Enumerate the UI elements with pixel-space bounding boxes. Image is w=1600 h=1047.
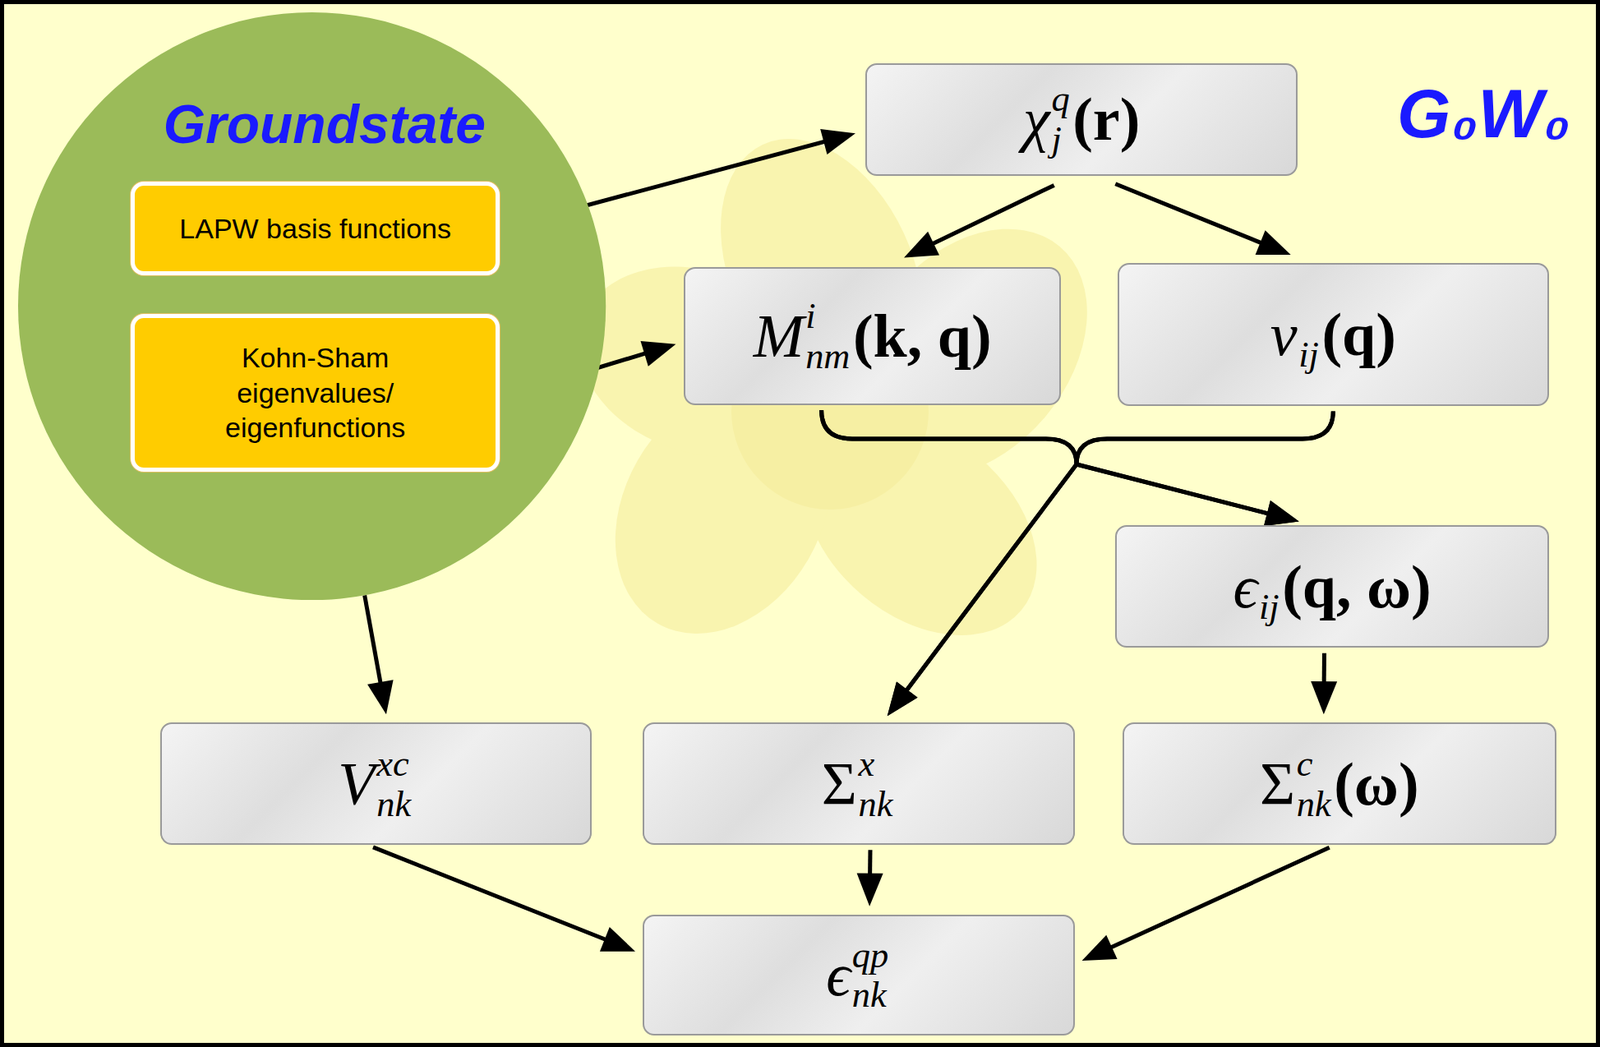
quantity-box: ϵij(q, ω) [1115, 525, 1550, 648]
arrow-head [1263, 500, 1300, 526]
math-base: V [337, 753, 375, 815]
math-tail: (r) [1072, 88, 1140, 150]
connector-arrow [364, 594, 394, 715]
connector-line [1076, 410, 1333, 517]
result-box: ϵqpnk [642, 914, 1075, 1037]
math-sub: ij [1258, 586, 1280, 628]
script-stack: inm [805, 295, 850, 377]
arrow-head [599, 926, 636, 952]
arrow-head [1255, 230, 1292, 255]
arrow-head [640, 341, 677, 367]
math-base: Σ [821, 753, 858, 815]
connector-line [821, 410, 1077, 701]
math-tail: (ω) [1333, 753, 1419, 815]
input-box: Kohn-Sham eigenvalues/ eigenfunctions [130, 313, 500, 471]
math-tail: (q, ω) [1281, 556, 1432, 618]
script-stack: xnk [858, 743, 894, 825]
math-sup: xc [376, 743, 411, 784]
connector-arrow [821, 410, 1077, 716]
math-sub: nk [1296, 783, 1332, 825]
math-sub: ij [1298, 334, 1319, 375]
math-expression: νij(q) [1270, 294, 1397, 375]
connector-line [1115, 184, 1273, 248]
arrow-head [887, 682, 918, 717]
math-sup: q [1051, 78, 1070, 120]
quantity-box: Vxcnk [160, 722, 592, 845]
script-spacer [1298, 294, 1319, 335]
quantity-box: Σxnk [642, 722, 1075, 845]
quantity-box: Σcnk(ω) [1122, 722, 1557, 845]
math-sup: c [1296, 743, 1332, 784]
math-expression: χqj(r) [1023, 78, 1140, 160]
math-expression: ϵqpnk [825, 935, 892, 1016]
connector-arrow [821, 410, 1300, 526]
connector-line [364, 594, 383, 695]
arrow-head [1310, 681, 1338, 715]
math-base: Σ [1259, 753, 1296, 815]
groundstate-circle: GroundstateLAPW basis functionsKohn-Sham… [18, 12, 606, 600]
script-stack: ij [1298, 294, 1319, 375]
connector-arrow [1310, 653, 1338, 715]
math-sub: nk [376, 783, 411, 825]
connector-arrow [373, 847, 636, 952]
script-stack: qj [1051, 78, 1070, 160]
connector-arrow [1082, 847, 1330, 961]
diagram-title: G₀W₀ [1397, 75, 1571, 152]
math-sub: nk [852, 974, 889, 1015]
arrow-head [903, 231, 940, 259]
math-tail: (q) [1321, 304, 1396, 365]
math-expression: Σcnk(ω) [1259, 743, 1420, 825]
input-box: LAPW basis functions [130, 181, 500, 276]
connector-arrow [1115, 184, 1291, 255]
math-base: ϵ [1232, 556, 1258, 618]
script-stack: qpnk [852, 935, 889, 1016]
math-sup: qp [852, 935, 889, 976]
script-stack: cnk [1296, 743, 1332, 825]
connector-line [1099, 847, 1329, 953]
arrow-head [820, 129, 856, 155]
math-sup: i [805, 295, 850, 337]
arrow-head [887, 682, 918, 717]
math-sup: x [858, 743, 894, 784]
math-expression: Vxcnk [337, 743, 414, 825]
quantity-box: Minm(k, q) [683, 267, 1061, 406]
math-sub: nk [858, 783, 894, 825]
quantity-box: νij(q) [1117, 262, 1550, 406]
math-base: χ [1023, 88, 1051, 150]
arrow-head [1082, 935, 1118, 961]
script-stack: xcnk [376, 743, 411, 825]
connector-arrow [903, 184, 1055, 258]
math-base: ϵ [825, 944, 851, 1006]
box-label: Kohn-Sham eigenvalues/ eigenfunctions [197, 340, 434, 446]
math-sub: nm [805, 336, 850, 377]
math-expression: Σxnk [821, 743, 896, 825]
circle-fill [18, 12, 606, 600]
arrow-head [367, 679, 393, 715]
math-base: ν [1270, 304, 1298, 365]
math-sub: j [1051, 119, 1070, 160]
math-expression: ϵij(q, ω) [1232, 546, 1431, 628]
connector-line [373, 847, 618, 945]
math-tail: (k, q) [853, 305, 992, 367]
circle-heading: Groundstate [163, 93, 486, 157]
math-base: M [753, 305, 805, 367]
script-stack: ij [1258, 546, 1280, 628]
arrow-head [1263, 500, 1300, 526]
connector-arrow [1076, 410, 1333, 526]
box-label: LAPW basis functions [179, 211, 452, 247]
quantity-box: χqj(r) [865, 63, 1298, 176]
arrow-head [857, 872, 884, 906]
connector-arrow [857, 849, 884, 906]
script-spacer [1258, 546, 1280, 587]
connector-line [922, 184, 1055, 249]
math-expression: Minm(k, q) [753, 295, 992, 377]
